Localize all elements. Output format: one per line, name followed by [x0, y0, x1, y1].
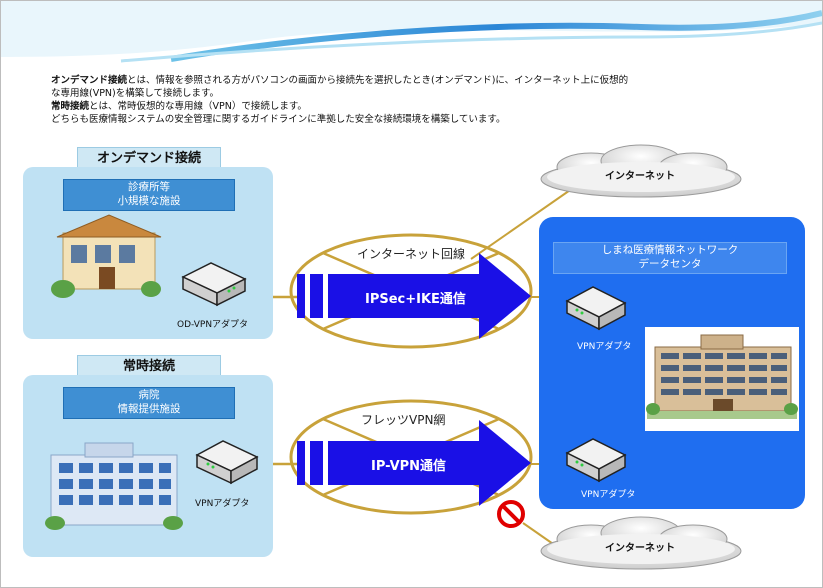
- hospital-building-icon: [45, 442, 183, 530]
- prohibited-icon: [497, 500, 525, 528]
- datacenter-building-icon: [645, 327, 799, 431]
- datacenter-title-box: しまね医療情報ネットワーク データセンタ: [553, 242, 787, 274]
- intro-line-3: 常時接続とは、常時仮想的な専用線（VPN）で接続します。: [51, 98, 307, 112]
- ondemand-term: オンデマンド接続: [51, 75, 128, 86]
- intro-line-2: な専用線(VPN)を構築して接続します。: [51, 88, 220, 99]
- always-vpn-adapter-label: VPNアダプタ: [195, 499, 250, 509]
- blocked-internet-line: [522, 522, 557, 547]
- flets-vpn-label: フレッツVPN網: [361, 413, 446, 427]
- always-vpn-adapter-icon: [195, 440, 259, 485]
- intro-line-1: オンデマンド接続とは、情報を参照される方がパソコンの画面から接続先を選択したとき…: [51, 72, 628, 86]
- always-facility-line2: 情報提供施設: [117, 403, 181, 415]
- cloud-top-icon: [540, 144, 742, 198]
- dc-vpn-adapter-2-label: VPNアダプタ: [581, 490, 636, 500]
- ondemand-facility-box: 診療所等 小規模な施設: [63, 179, 235, 211]
- ipsec-label: IPSec+IKE通信: [365, 292, 466, 307]
- ondemand-facility-line2: 小規模な施設: [117, 195, 181, 207]
- intro-line-3-text: とは、常時仮想的な専用線（VPN）で接続します。: [89, 101, 307, 112]
- od-vpn-adapter-label: OD-VPNアダプタ: [177, 320, 249, 330]
- internet-uplink-line: [470, 178, 587, 260]
- ondemand-facility-line1: 診療所等: [128, 181, 170, 193]
- clinic-building-icon: [51, 214, 162, 298]
- always-facility-line1: 病院: [138, 389, 160, 401]
- cloud-bottom-label: インターネット: [605, 543, 675, 554]
- header-swoosh: [1, 1, 822, 63]
- od-vpn-adapter-icon: [181, 262, 247, 307]
- intro-line-1-text: とは、情報を参照される方がパソコンの画面から接続先を選択したとき(オンデマンド)…: [127, 75, 629, 86]
- dc-vpn-adapter-2-icon: [565, 438, 627, 483]
- intro-line-4: どちらも医療情報システムの安全管理に関するガイドラインに準拠した安全な接続環境を…: [51, 114, 506, 125]
- datacenter-title-line2: データセンタ: [638, 258, 702, 270]
- ipvpn-label: IP-VPN通信: [371, 459, 447, 474]
- cloud-bottom-icon: [540, 516, 742, 570]
- dc-vpn-adapter-1-icon: [565, 286, 627, 331]
- cloud-top-label: インターネット: [605, 171, 675, 182]
- ipsec-arrow: [297, 253, 531, 339]
- always-facility-box: 病院 情報提供施設: [63, 387, 235, 419]
- dc-vpn-adapter-1-label: VPNアダプタ: [577, 342, 632, 352]
- ipvpn-arrow: [297, 420, 531, 506]
- internet-line-label: インターネット回線: [357, 247, 466, 261]
- always-term: 常時接続: [51, 101, 90, 112]
- datacenter-title-line1: しまね医療情報ネットワーク: [601, 244, 739, 256]
